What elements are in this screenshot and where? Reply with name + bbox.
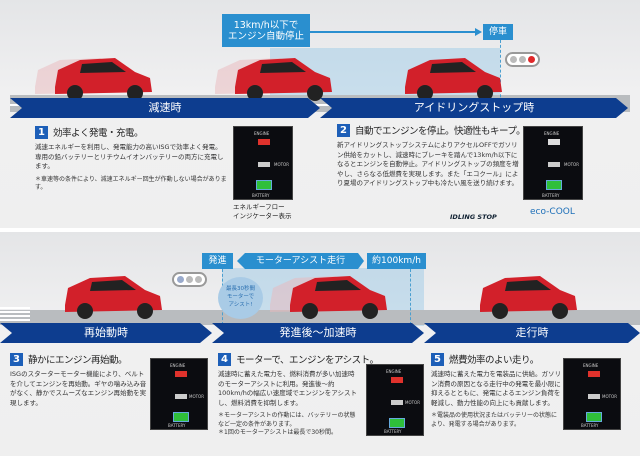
energy-flow-indicator: ENGINE MOTOR BATTERY — [366, 364, 424, 436]
auto-stop-callout: 13km/h以下で エンジン自動停止 — [222, 14, 310, 47]
section-body: 減速時に蓄えた電力を電装品に供給。ガソリン消費の原因となる走行中の発電を最小限に… — [431, 370, 561, 407]
section-1: 1 効率よく発電・充電。 減速エネルギーを利用し、発電能力の高いISGで効率よく発… — [35, 125, 227, 193]
motor-icon — [588, 394, 600, 399]
banner-deceleration: 減速時 — [10, 98, 320, 118]
section-number: 5 — [431, 352, 444, 366]
section-5: 5 燃費効率のよい走り。 減速時に蓄えた電力を電装品に供給。ガソリン消費の原因とな… — [431, 352, 561, 429]
road — [0, 310, 640, 325]
motor-label: MOTOR — [274, 162, 289, 167]
bottom-panel — [0, 232, 640, 456]
car-accelerating — [270, 276, 387, 319]
idling-stop-logo: IDLING STOP — [450, 213, 497, 221]
arrow-line — [310, 31, 478, 33]
engine-label: ENGINE — [254, 131, 270, 136]
battery-icon — [256, 180, 272, 190]
engine-label: ENGINE — [386, 369, 402, 374]
engine-label: ENGINE — [170, 363, 186, 368]
stop-tag: 停車 — [483, 24, 513, 40]
car-restart — [65, 276, 162, 319]
battery-label: BATTERY — [168, 423, 186, 428]
car-decelerating-2 — [215, 58, 332, 101]
start-tag: 発進 — [202, 253, 233, 269]
motor-icon — [175, 394, 187, 399]
indicator-caption: エネルギーフロー インジケーター表示 — [233, 203, 292, 220]
battery-label: BATTERY — [384, 429, 402, 434]
energy-flow-indicator: ENGINE MOTOR BATTERY — [563, 358, 621, 430]
section-body: 減速エネルギーを利用し、発電能力の高いISGで効率よく発電。専用の鉛バッテリーと… — [35, 143, 224, 170]
motor-label: MOTOR — [189, 394, 204, 399]
banner-idle-stop: アイドリングストップ時 — [320, 98, 628, 118]
engine-icon — [548, 139, 560, 145]
engine-label: ENGINE — [583, 363, 599, 368]
motor-label: MOTOR — [405, 400, 420, 405]
car-cruising — [480, 276, 577, 319]
section-number: 2 — [337, 123, 350, 137]
section-note: ＊電装品の使用状況またはバッテリーの状態により、発電する場合があります。 — [431, 412, 558, 428]
engine-icon — [258, 139, 270, 145]
energy-flow-indicator: ENGINE MOTOR BATTERY — [233, 126, 293, 200]
section-body: ISGのスターターモーター機能により、ベルトを介してエンジンを再始動。ギヤの噛み… — [10, 370, 147, 407]
section-3: 3 静かにエンジン再始動。 ISGのスターターモーター機能により、ベルトを介してエ… — [10, 352, 148, 408]
traffic-light-red — [505, 52, 540, 67]
battery-icon — [173, 412, 189, 422]
stop-line — [500, 40, 501, 112]
section-title: 燃費効率のよい走り。 — [449, 355, 539, 366]
crosswalk — [0, 307, 30, 321]
engine-icon — [588, 371, 600, 377]
arrow-head-icon — [475, 28, 482, 36]
battery-label: BATTERY — [252, 193, 270, 198]
motor-icon — [258, 162, 270, 167]
speed-tag: 約100km/h — [367, 253, 426, 269]
section-body: 減速時に蓄えた電力を、燃料消費が多い加速時のモーターアシストに利用。発進後〜約1… — [218, 370, 358, 407]
section-number: 4 — [218, 352, 231, 366]
section-2: 2 自動でエンジンを停止。快適性もキープ。 新アイドリングストップシステムによりア… — [337, 123, 526, 189]
section-note: ＊車速等の条件により、減速エネルギー回生が作動しない場合があります。 — [35, 175, 227, 192]
section-body: 新アイドリングストップシステムによりアクセルOFFでガソリン供給をカットし、減速… — [337, 141, 519, 187]
engine-icon — [175, 371, 187, 377]
section-number: 1 — [35, 125, 48, 139]
traffic-light-green — [172, 272, 207, 287]
section-note: ＊モーターアシストの作動には、バッテリーの状態など一定の条件があります。 — [218, 412, 356, 428]
speed-line — [410, 269, 411, 325]
banner-acceleration: 発進後〜加速時 — [212, 323, 424, 343]
battery-icon — [389, 418, 405, 428]
battery-icon — [586, 412, 602, 422]
banner-restart: 再始動時 — [0, 323, 212, 343]
battery-label: BATTERY — [542, 193, 560, 198]
engine-label: ENGINE — [544, 131, 560, 136]
energy-flow-indicator: ENGINE MOTOR BATTERY — [150, 358, 208, 430]
section-note: ＊1回のモーターアシストは最長で30秒間。 — [218, 429, 337, 436]
motor-icon — [391, 400, 403, 405]
motor-label: MOTOR — [602, 394, 617, 399]
banner-cruising: 走行時 — [424, 323, 640, 343]
battery-icon — [546, 180, 562, 190]
section-4: 4 モーターで、エンジンをアシスト。 減速時に蓄えた電力を、燃料消費が多い加速時の… — [218, 352, 379, 438]
motor-label: MOTOR — [564, 162, 579, 167]
eco-cool-logo: eco-COOL — [530, 207, 575, 217]
motor-icon — [548, 162, 560, 167]
battery-label: BATTERY — [581, 423, 599, 428]
section-title: 静かにエンジン再始動。 — [28, 355, 128, 366]
motor-assist-tag: モーターアシスト走行 — [237, 253, 364, 269]
engine-icon — [391, 377, 403, 383]
car-decelerating-1 — [35, 58, 152, 101]
section-title: 効率よく発電・充電。 — [53, 128, 144, 139]
section-number: 3 — [10, 352, 23, 366]
section-title: モーターで、エンジンをアシスト。 — [236, 355, 379, 366]
assist-bubble: 最長30秒間 モーターで アシスト! — [218, 277, 263, 319]
car-stopped — [405, 58, 502, 101]
energy-flow-indicator: ENGINE MOTOR BATTERY — [523, 126, 583, 200]
section-title: 自動でエンジンを停止。快適性もキープ。 — [355, 126, 526, 137]
